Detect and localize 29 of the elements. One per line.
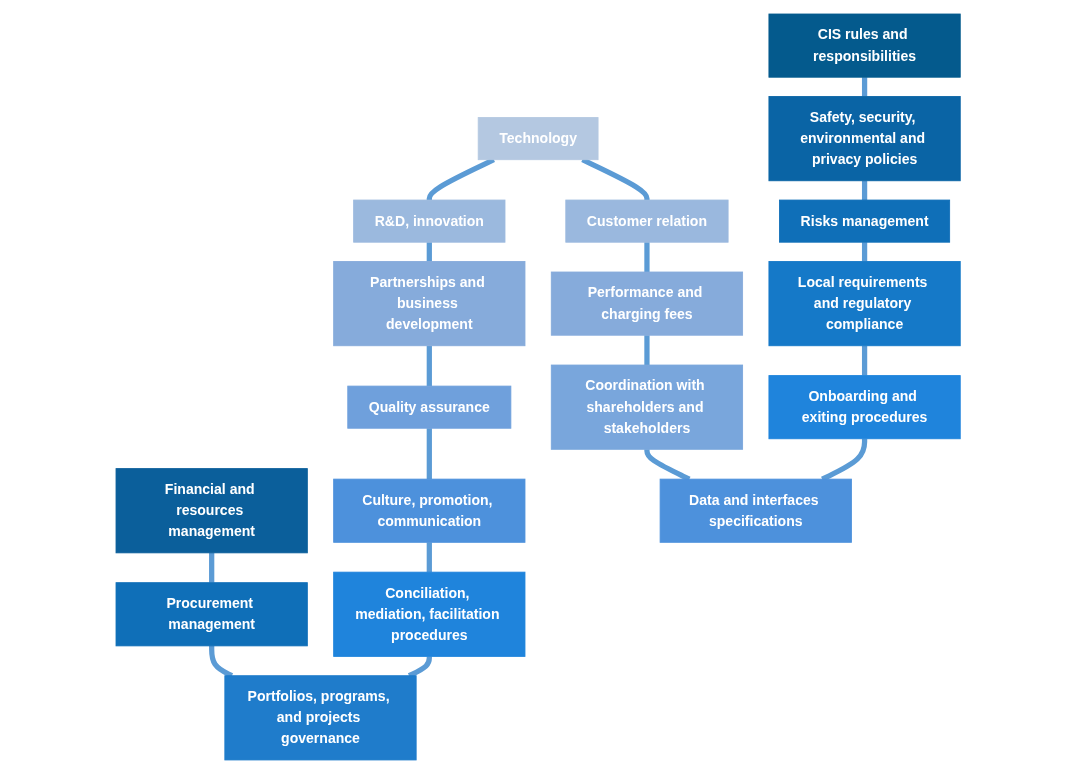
- node-box: Onboarding and exiting procedures: [768, 375, 961, 440]
- node-box: Safety, security, environmental and privacy policies: [768, 96, 961, 182]
- connector: [861, 76, 868, 98]
- node-box: Local requirements and regulatory compliance: [768, 261, 961, 347]
- connector: [861, 179, 868, 202]
- connector: [644, 335, 650, 367]
- node-box: Data and interfaces specifications: [659, 478, 852, 543]
- node-box: Performance and charging fees: [550, 271, 743, 336]
- node-box: Coordination with shareholders and stakeholders: [550, 364, 743, 450]
- connector: [644, 241, 650, 273]
- node-box: R&D, innovation: [353, 199, 506, 243]
- node-box: Portfolios, programs, and projects governance: [224, 675, 417, 761]
- node-box: CIS rules and responsibilities: [768, 13, 961, 78]
- node-box: Conciliation, mediation, facilitation procedures: [333, 571, 526, 657]
- node-box: Risks management: [778, 199, 950, 243]
- connector: [426, 241, 432, 263]
- node-box: Culture, promotion, communication: [333, 478, 526, 543]
- node-box: Quality assurance: [347, 385, 512, 429]
- connector: [861, 241, 868, 263]
- node-box: Technology: [477, 117, 599, 161]
- connector: [426, 428, 432, 480]
- node-box: Partnerships and business development: [333, 261, 526, 347]
- connector: [426, 542, 432, 574]
- connector: [861, 344, 868, 376]
- node-box: Customer relation: [565, 199, 729, 243]
- node-box: Financial and resources management: [115, 468, 308, 554]
- connector: [208, 551, 215, 583]
- node-box: Procurement management: [115, 582, 308, 647]
- connector: [426, 344, 432, 387]
